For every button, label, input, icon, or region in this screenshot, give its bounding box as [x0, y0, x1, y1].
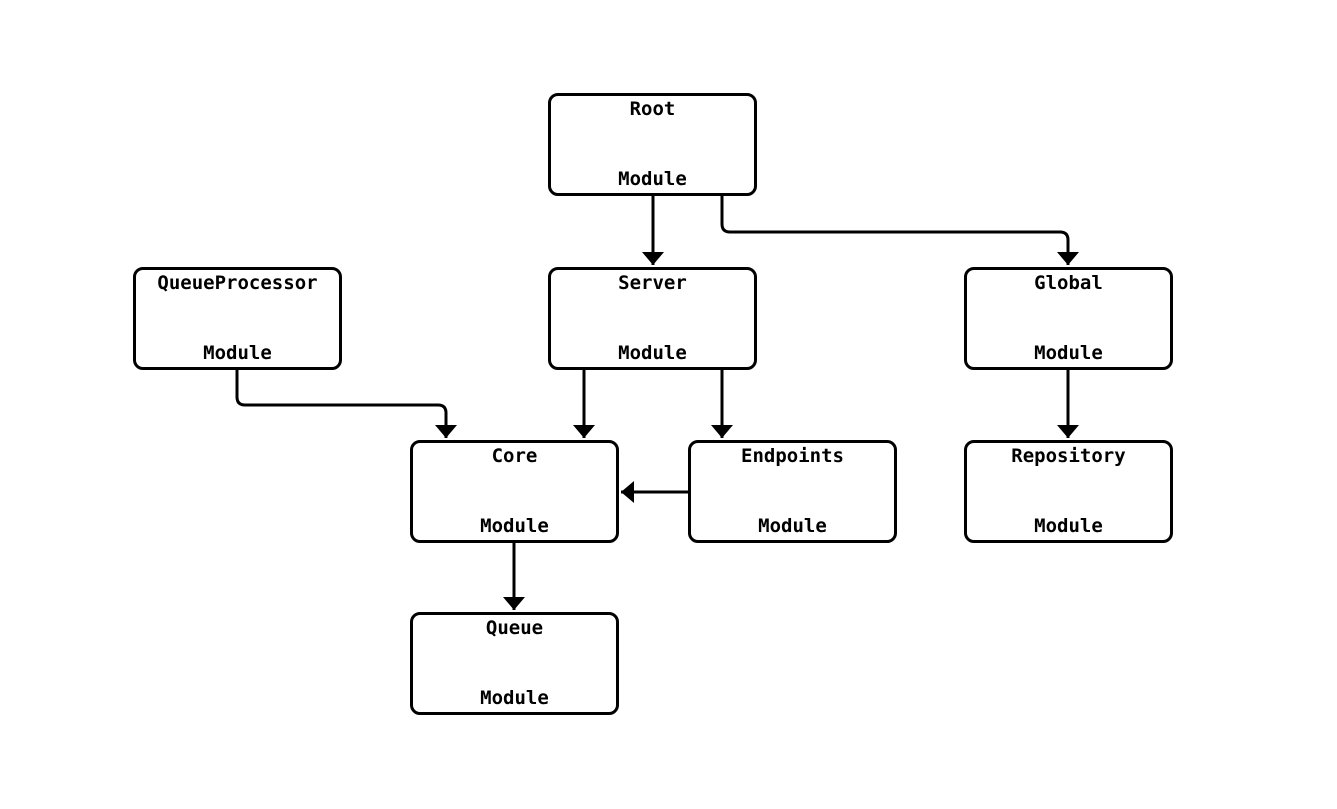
node-label-line: Module — [618, 341, 687, 364]
node-global-module-label: Global Module — [1034, 226, 1103, 411]
node-repository-module: Repository Module — [964, 440, 1173, 543]
node-label-line: Core — [491, 445, 538, 468]
edge-root-to-global-connector — [720, 196, 1079, 265]
node-root-module: Root Module — [548, 93, 757, 196]
node-label-line: Module — [203, 341, 272, 364]
node-label-line: Module — [1034, 514, 1103, 537]
node-core-module-label: Core Module — [480, 399, 549, 584]
node-label-line: Module — [1034, 341, 1103, 364]
node-label-line: Queue — [485, 617, 544, 640]
node-repository-module-label: Repository Module — [1011, 399, 1125, 584]
node-endpoints-module: Endpoints Module — [688, 440, 897, 543]
node-label-line: Global — [1034, 272, 1103, 295]
node-queueprocessor-module-label: QueueProcessor Module — [157, 226, 317, 411]
node-label-line: Repository — [1011, 445, 1126, 468]
node-label-line: Endpoints — [741, 445, 844, 468]
node-label-line: QueueProcessor — [157, 272, 318, 295]
node-label-line: Server — [618, 272, 687, 295]
node-endpoints-module-label: Endpoints Module — [741, 399, 844, 584]
node-root-module-label: Root Module — [618, 52, 687, 237]
node-core-module: Core Module — [410, 440, 619, 543]
node-queueprocessor-module: QueueProcessor Module — [133, 267, 342, 370]
node-label-line: Module — [480, 686, 549, 709]
node-label-line: Module — [758, 514, 827, 537]
node-queue-module: Queue Module — [410, 612, 619, 715]
node-label-line: Root — [629, 98, 676, 121]
node-server-module: Server Module — [548, 267, 757, 370]
node-label-line: Module — [480, 514, 549, 537]
node-label-line: Module — [618, 167, 687, 190]
edge-queueprocessor-to-core-connector — [235, 370, 457, 438]
node-queue-module-label: Queue Module — [480, 571, 549, 756]
node-server-module-label: Server Module — [618, 226, 687, 411]
node-global-module: Global Module — [964, 267, 1173, 370]
